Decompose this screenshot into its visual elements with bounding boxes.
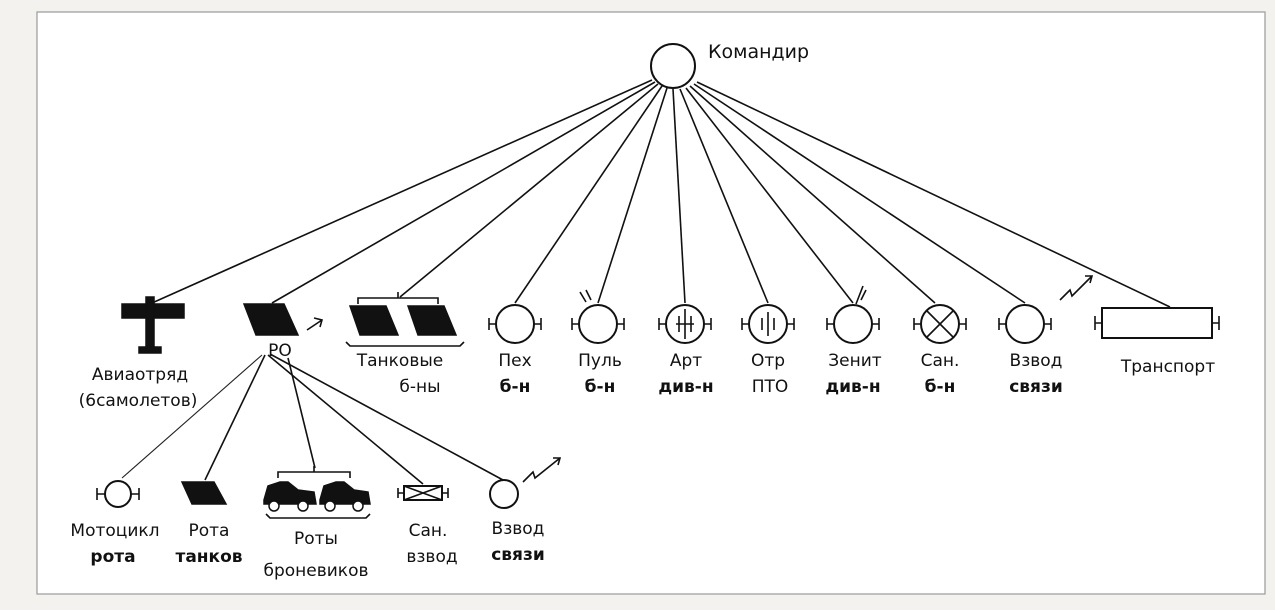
transport-box-icon: [1094, 307, 1220, 339]
unit-aviation-line2: (6самолетов): [79, 391, 198, 411]
signal-symbol-icon: [998, 275, 1094, 344]
commander-label: Командир: [708, 41, 809, 63]
unit-medical-line2: б-н: [925, 377, 956, 397]
subunit-signal-platoon-line1: Взвод: [492, 519, 545, 539]
motorcycle-symbol-icon: [96, 480, 140, 508]
machinegun-symbol-icon: [571, 289, 625, 344]
subunit-medical-platoon: Сан. взвод: [397, 485, 458, 567]
infantry-symbol-icon: [488, 304, 542, 344]
unit-machinegun: Пуль б-н: [571, 289, 625, 397]
artillery-symbol-icon: [658, 304, 712, 344]
armored-car-2-icon: [319, 481, 371, 512]
unit-recon-label: РО: [268, 341, 292, 361]
armored-cars-underbrace: [265, 513, 371, 519]
unit-aviation-line1: Авиаотряд: [92, 365, 188, 385]
unit-artillery-line2: див-н: [658, 377, 713, 397]
unit-artillery-line1: Арт: [670, 351, 702, 371]
unit-transport: Транспорт: [1094, 307, 1220, 377]
commander-circle-icon: [650, 43, 696, 89]
unit-aviation: Авиаотряд (6самолетов): [79, 296, 198, 411]
armored-car-1-icon: [263, 481, 317, 512]
medical-cross-icon: [913, 304, 967, 344]
subunit-motorcycle-line1: Мотоцикл: [70, 521, 159, 541]
unit-medical-line1: Сан.: [921, 351, 960, 371]
unit-antiaircraft-line1: Зенит: [828, 351, 882, 371]
tank-battalion-2-icon: [406, 305, 458, 336]
unit-medical: Сан. б-н: [913, 304, 967, 397]
sub-signal-symbol-icon: [489, 457, 562, 509]
unit-machinegun-line1: Пуль: [578, 351, 622, 371]
unit-machinegun-line2: б-н: [585, 377, 616, 397]
unit-recon: РО: [242, 303, 323, 361]
unit-infantry: Пех б-н: [488, 304, 542, 397]
unit-tank-battalions: Танковые б-ны: [345, 292, 465, 397]
medical-platoon-box-icon: [397, 485, 449, 501]
unit-antitank-line2: ПТО: [752, 377, 789, 397]
armored-cars-bracket: [277, 466, 351, 478]
commander-node: Командир: [650, 41, 809, 89]
subunit-signal-platoon-line2: связи: [491, 545, 545, 565]
recon-links: [121, 353, 504, 485]
tank-battalions-bracket: [357, 292, 439, 304]
subunit-medical-platoon-line1: Сан.: [409, 521, 448, 541]
subunit-armored-cars-line1: Роты: [294, 529, 338, 549]
unit-artillery: Арт див-н: [658, 304, 714, 397]
unit-transport-label: Транспорт: [1120, 357, 1215, 377]
unit-signal: Взвод связи: [998, 275, 1094, 397]
subunit-tank-company: Рота танков: [175, 481, 243, 567]
subunit-tank-company-line1: Рота: [189, 521, 230, 541]
unit-infantry-line1: Пех: [498, 351, 531, 371]
recon-tank-icon: [242, 303, 300, 336]
subunit-motorcycle: Мотоцикл рота: [70, 480, 160, 567]
subunit-medical-platoon-line2: взвод: [406, 547, 457, 567]
unit-antitank-line1: Отр: [751, 351, 785, 371]
unit-infantry-line2: б-н: [500, 377, 531, 397]
unit-tank-battalions-line1: Танковые: [356, 351, 444, 371]
antitank-symbol-icon: [741, 304, 795, 344]
subunit-motorcycle-line2: рота: [90, 547, 135, 567]
unit-antitank: Отр ПТО: [741, 304, 795, 397]
unit-tank-battalions-line2: б-ны: [399, 377, 440, 397]
commander-links: [151, 79, 1171, 308]
recon-arrow-icon: [306, 317, 323, 331]
airplane-icon: [121, 296, 185, 354]
subunit-armored-cars: Роты броневиков: [263, 466, 371, 581]
tank-battalion-1-icon: [348, 305, 400, 336]
tank-battalions-underbrace: [345, 341, 465, 347]
diagram-frame: [36, 11, 1266, 595]
unit-signal-line2: связи: [1009, 377, 1063, 397]
subunit-tank-company-line2: танков: [175, 547, 242, 567]
unit-antiaircraft-line2: див-н: [825, 377, 880, 397]
subunit-signal-platoon: Взвод связи: [489, 457, 562, 565]
subunit-armored-cars-line2: броневиков: [263, 561, 368, 581]
antiaircraft-symbol-icon: [826, 285, 880, 344]
unit-signal-line1: Взвод: [1010, 351, 1063, 371]
tank-company-icon: [180, 481, 228, 505]
unit-antiaircraft: Зенит див-н: [825, 285, 882, 397]
